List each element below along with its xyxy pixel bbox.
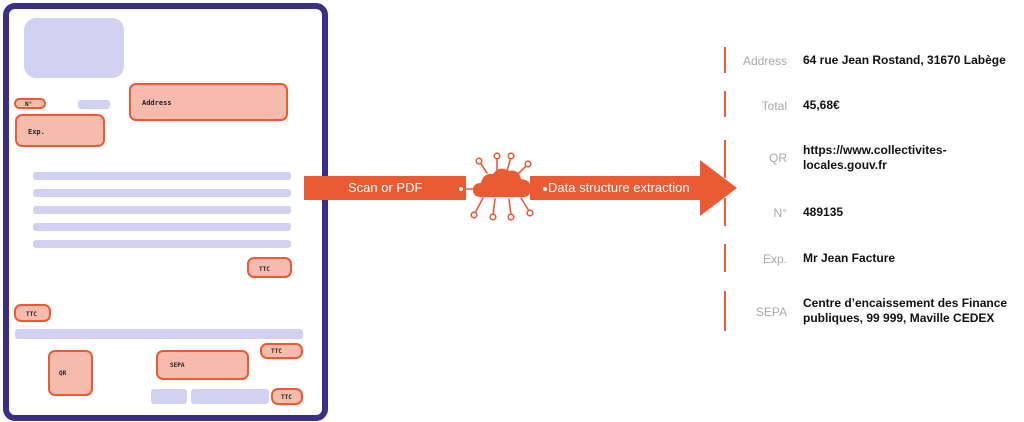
row-divider — [724, 140, 726, 178]
row-divider — [724, 291, 726, 331]
row-divider — [724, 198, 726, 226]
extracted-value: Centre d’encaissement des Finance publiq… — [803, 296, 1008, 325]
process-arrow — [304, 160, 737, 216]
field-ttc: TTC — [14, 304, 51, 322]
field-ttc-label: TTC — [26, 311, 37, 318]
doc-text-line — [15, 329, 303, 339]
field-ttc: TTC — [271, 388, 303, 405]
row-divider — [724, 91, 726, 117]
field-sepa: SEPA — [156, 350, 249, 380]
extracted-value: 489135 — [803, 205, 844, 219]
field-sepa-label: SEPA — [170, 362, 185, 369]
extracted-key: Address — [742, 54, 787, 68]
doc-placeholder-line — [78, 100, 110, 109]
extracted-value: 64 rue Jean Rostand, 31670 Labège — [803, 53, 1006, 67]
cloud-network-icon — [457, 152, 549, 221]
doc-placeholder-line — [151, 389, 187, 404]
row-divider — [724, 47, 726, 73]
extracted-key: QR — [769, 151, 787, 165]
field-qr-label: QR — [59, 370, 67, 377]
field-ttc-label: TTC — [259, 266, 270, 273]
extracted-key: Total — [761, 99, 787, 113]
field-number-label: N° — [25, 101, 33, 108]
field-qr: QR — [48, 350, 93, 396]
logo-placeholder — [24, 18, 124, 78]
doc-text-line — [33, 240, 291, 248]
doc-text-line — [33, 172, 291, 180]
extracted-key: Exp. — [762, 252, 787, 266]
field-exp: Exp. — [15, 114, 105, 147]
field-ttc: TTC — [247, 257, 292, 278]
field-ttc-label: TTC — [271, 348, 282, 355]
doc-text-line — [33, 189, 291, 197]
field-address-label: Address — [142, 99, 172, 107]
field-ttc-label: TTC — [281, 394, 292, 401]
field-exp-label: Exp. — [28, 128, 45, 136]
doc-placeholder-line — [191, 389, 269, 404]
arrow-label-output: Data structure extraction — [548, 180, 690, 195]
field-number: N° — [14, 98, 46, 109]
doc-text-line — [33, 223, 291, 231]
extracted-value: https://www.collectivites-locales.gouv.f… — [803, 143, 947, 172]
extracted-value: Mr Jean Facture — [803, 251, 896, 265]
doc-text-line — [33, 206, 291, 214]
field-ttc: TTC — [260, 343, 303, 359]
arrow-label-input: Scan or PDF — [348, 180, 423, 195]
field-address: Address — [129, 83, 288, 121]
extracted-key: N° — [773, 206, 787, 220]
extracted-value: 45,68€ — [803, 98, 840, 112]
extracted-key: SEPA — [755, 305, 787, 319]
row-divider — [724, 244, 726, 272]
